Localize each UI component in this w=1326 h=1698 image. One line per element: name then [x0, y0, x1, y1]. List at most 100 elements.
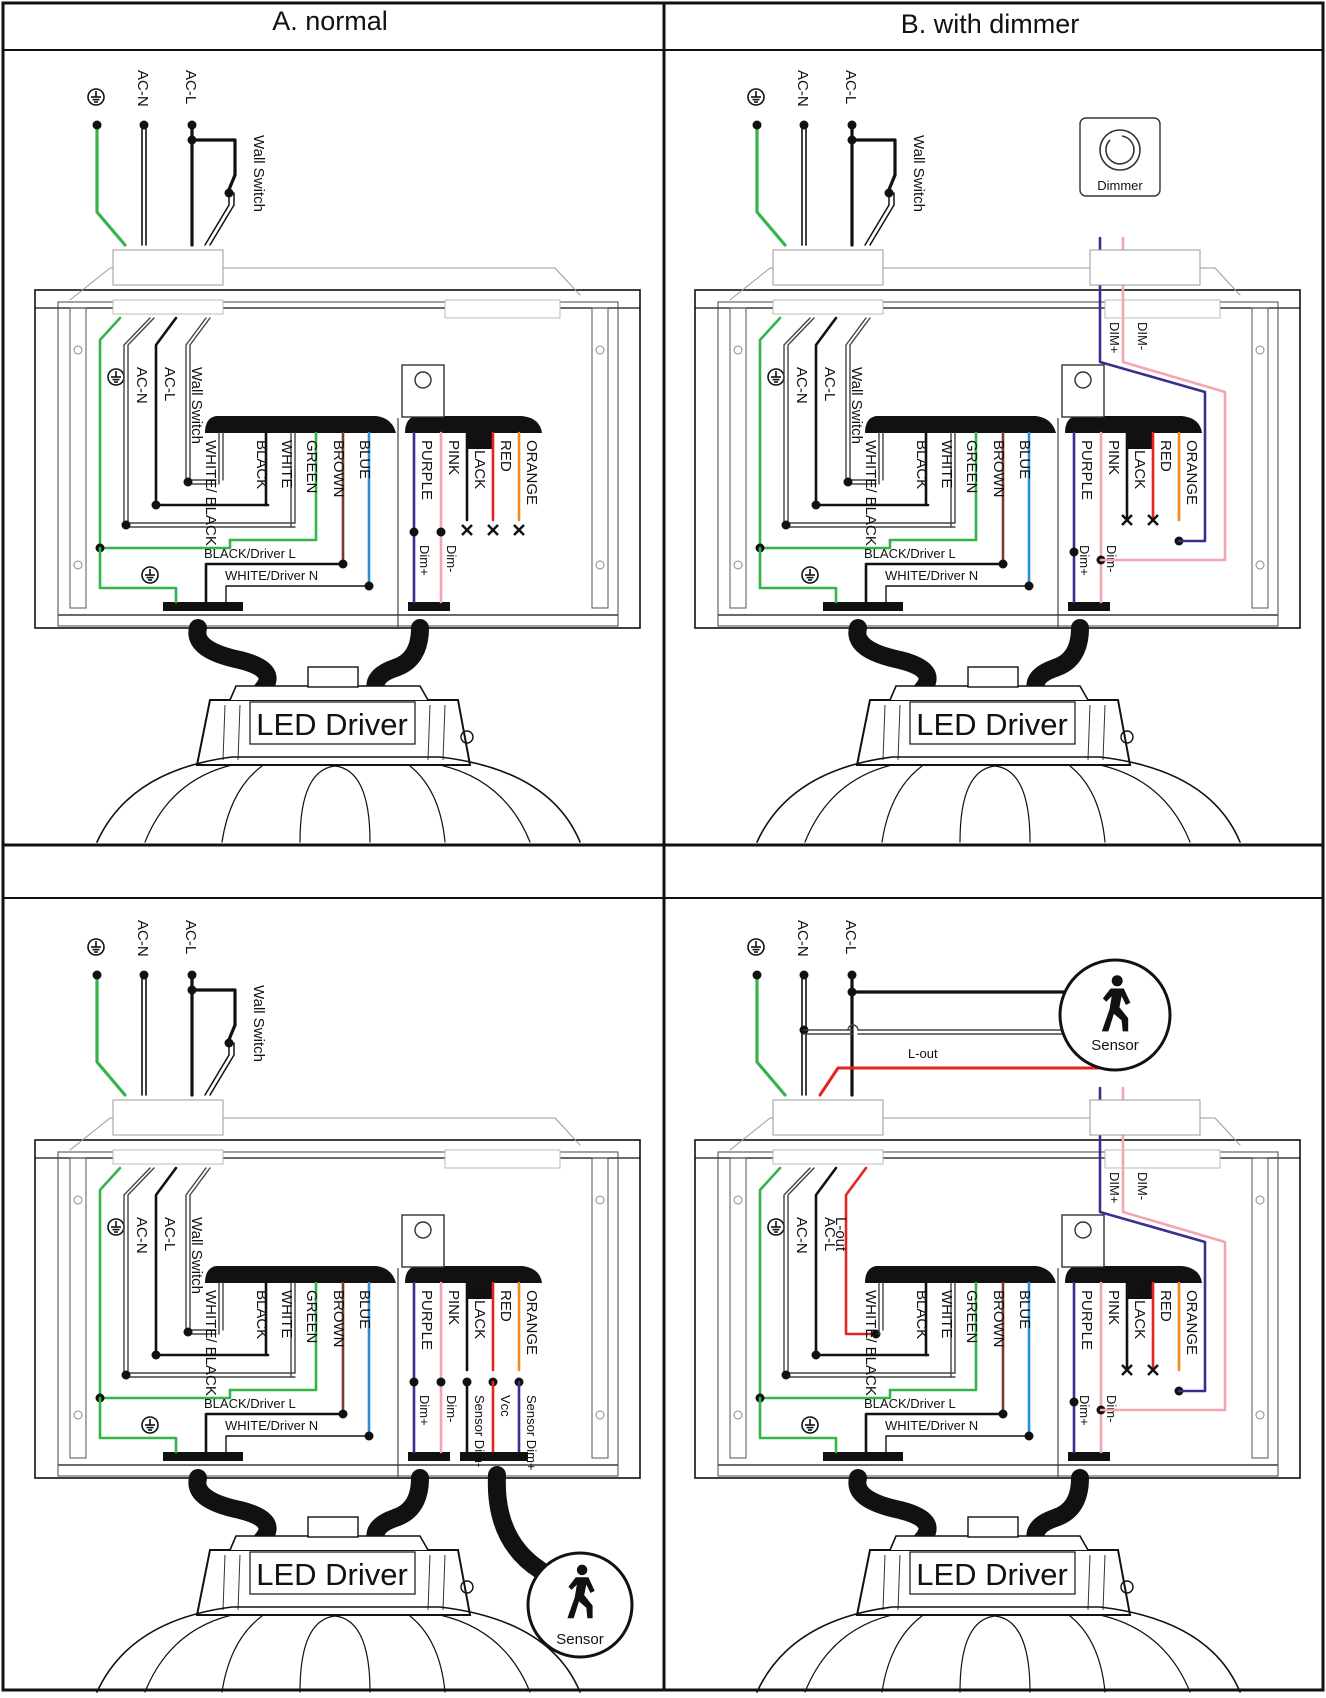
ground-icon: [141, 1416, 159, 1434]
label-driver-l: BLACK/Driver L: [864, 546, 956, 561]
shade-rib: [439, 1614, 531, 1693]
shade-rib: [221, 1615, 263, 1693]
black-wire-cap: [1126, 432, 1152, 449]
label-white-black: WHITE/ BLACK: [202, 1290, 219, 1396]
ground-icon: [801, 1416, 819, 1434]
ac-n-inner-wire-edge: [127, 317, 296, 524]
shade-rib: [144, 1614, 233, 1693]
housing-side-post: [69, 307, 87, 609]
driver-label-plate: [249, 1551, 416, 1595]
ground-icon: [747, 938, 765, 956]
housing-screw: [595, 1410, 605, 1420]
panel-d: D. with AC sensorAC-NAC-LL-outAC-NAC-LWH…: [694, 920, 1301, 1693]
label-inner-ac-n: AC-N: [793, 1217, 810, 1254]
entry-connector-lower: [772, 299, 884, 315]
ground-icon: [107, 1218, 125, 1236]
junction-dot: [187, 120, 197, 130]
housing-screw: [73, 1195, 83, 1205]
label-red: RED: [1157, 1290, 1174, 1322]
label-wall-switch: Wall Switch: [250, 985, 267, 1062]
driver-fin: [897, 704, 901, 761]
driver-top: [889, 1535, 1089, 1551]
junction-dot: [436, 1377, 446, 1387]
label-pink: PINK: [445, 1290, 462, 1325]
housing-screw: [73, 1410, 83, 1420]
label-brown: BROWN: [330, 440, 347, 498]
junction-dot: [799, 970, 809, 980]
ac-n-inner-wire-edge: [787, 1167, 956, 1374]
driver-fin: [237, 704, 241, 761]
driver-screw: [460, 730, 474, 744]
housing-screw: [733, 345, 743, 355]
label-inner-wall-switch: Wall Switch: [848, 367, 865, 444]
switch-out-wire: [204, 192, 230, 246]
label-purple: PURPLE: [1078, 440, 1095, 500]
label-ac-l: AC-L: [842, 920, 859, 954]
ground-icon: [141, 566, 159, 584]
driver-label-plate: [249, 701, 416, 745]
label-driver-n: WHITE/Driver N: [225, 568, 318, 583]
driver-terminal-bar: [865, 1266, 1056, 1283]
ground-icon: [87, 88, 105, 106]
ac-n-inner-wire: [123, 317, 296, 528]
wire-crossover: [847, 1024, 859, 1031]
label-sensor-dim-plus: Sensor Dim+: [524, 1395, 539, 1471]
walking-person-icon: [1101, 975, 1131, 1032]
housing-screw: [1255, 1410, 1265, 1420]
dim-terminal-bar: [1065, 416, 1202, 433]
shade-outline: [96, 756, 581, 843]
ground-to-terminal: [98, 1396, 178, 1454]
driver-fin: [442, 1554, 446, 1611]
label-ac-n: AC-N: [794, 70, 811, 107]
terminal-bars: [865, 364, 1202, 449]
housing-top-cover: [69, 267, 581, 301]
driver-cap: [307, 1516, 359, 1538]
switch-out-wire: [864, 192, 890, 246]
ground-icon: [767, 368, 785, 386]
label-inner-ac-l: AC-L: [821, 367, 838, 401]
driver-fin: [222, 1554, 226, 1611]
driver-l-wire: [864, 1412, 1005, 1454]
junction-dot: [92, 120, 102, 130]
led-driver-label: LED Driver: [916, 707, 1068, 742]
label-device-dim-plus: DIM+: [1107, 322, 1122, 353]
dimmer-device: Dimmer: [1079, 117, 1161, 197]
label-black-dim: BLACK: [1131, 1290, 1148, 1339]
green-wire: [888, 1281, 978, 1392]
dim-minus-device-wire: [1099, 1086, 1227, 1412]
ac-n-inner-wire: [783, 317, 956, 528]
shade-outline: [756, 1606, 1241, 1693]
shade-rib: [804, 764, 893, 843]
dim-terminal-block: [1068, 1452, 1110, 1461]
driver-cable-right: [1026, 619, 1089, 699]
lamp-shade: [756, 1606, 1241, 1693]
label-orange: ORANGE: [1183, 440, 1200, 505]
dim-terminal-block: [408, 1452, 450, 1461]
housing-side-post: [1251, 307, 1269, 609]
cap-x-stroke: [1147, 1364, 1159, 1376]
dim-terminal-bar: [1065, 1266, 1202, 1283]
cap-x-stroke: [513, 524, 525, 536]
label-purple: PURPLE: [418, 1290, 435, 1350]
cap-x-stroke: [1121, 514, 1133, 526]
label-driver-n: WHITE/Driver N: [885, 568, 978, 583]
driver-cable-left: [188, 619, 277, 699]
label-ac-l: AC-L: [182, 920, 199, 954]
label-brown: BROWN: [990, 1290, 1007, 1348]
ac-l-inner-wire: [814, 1166, 930, 1357]
label-orange: ORANGE: [523, 440, 540, 505]
driver-cable-left: [188, 1469, 277, 1549]
junction-dot: [752, 120, 762, 130]
person-body: [567, 1577, 595, 1619]
